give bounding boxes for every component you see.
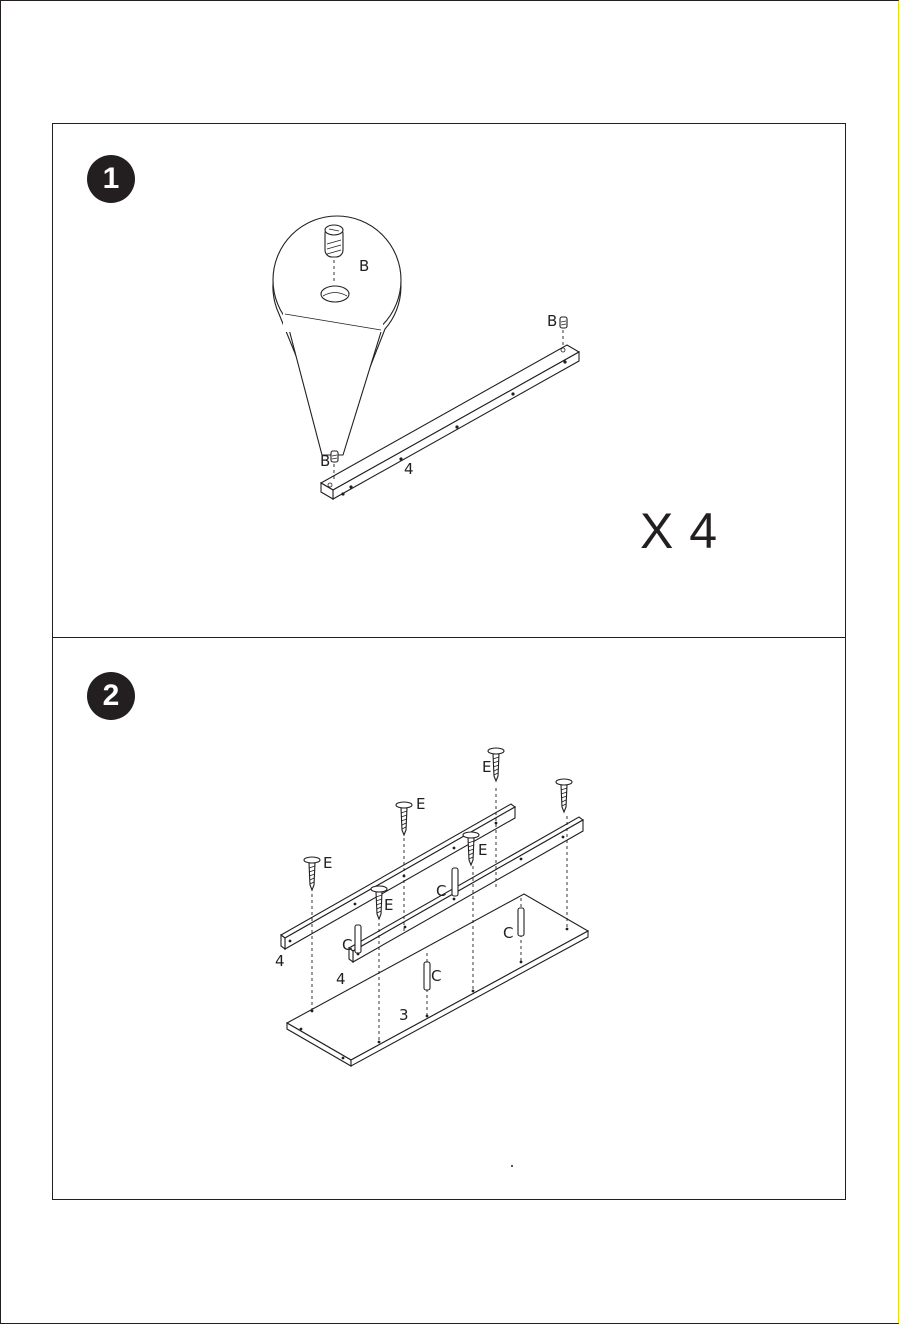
zoom-part-label: B [359,257,369,275]
screw-icon [396,802,412,835]
dowel-icon [424,962,430,990]
dowel-icon [355,925,361,953]
barrel-nut-icon [325,225,343,257]
step-2-illustration: E E E E E C C C C 4 4 3 [53,638,847,1201]
screw-e-label-5: E [478,841,487,859]
step-2-panel: 2 [52,637,846,1200]
rail-left-label: 4 [275,952,285,970]
dowel-bottom-label: B [320,452,330,470]
screw-e-label-3: E [482,758,491,776]
dowel-icon [518,908,524,936]
screw-icon [304,857,320,890]
panel-label: 3 [399,1006,409,1024]
screw-icon [556,779,572,812]
zoom-callout: B [273,216,401,455]
dowel-top-label: B [547,312,557,330]
stray-dot [511,1165,513,1167]
dowel-c-label-4: C [503,924,513,942]
rail-label: 4 [404,460,414,478]
dowel-b-right-icon [560,317,567,346]
screw-e-label-4: E [384,896,393,914]
screw-e-label-1: E [323,854,332,872]
rail-right-label: 4 [336,970,346,988]
step-1-panel: 1 X 4 B [52,123,846,638]
dowel-c-label-2: C [436,882,446,900]
step-1-illustration: B B B 4 [53,124,847,639]
screw-e-label-2: E [416,795,425,813]
screw-icon [463,832,479,865]
dowel-icon [452,868,458,896]
dowel-c-label-3: C [431,967,441,985]
dowel-c-label-1: C [342,936,352,954]
